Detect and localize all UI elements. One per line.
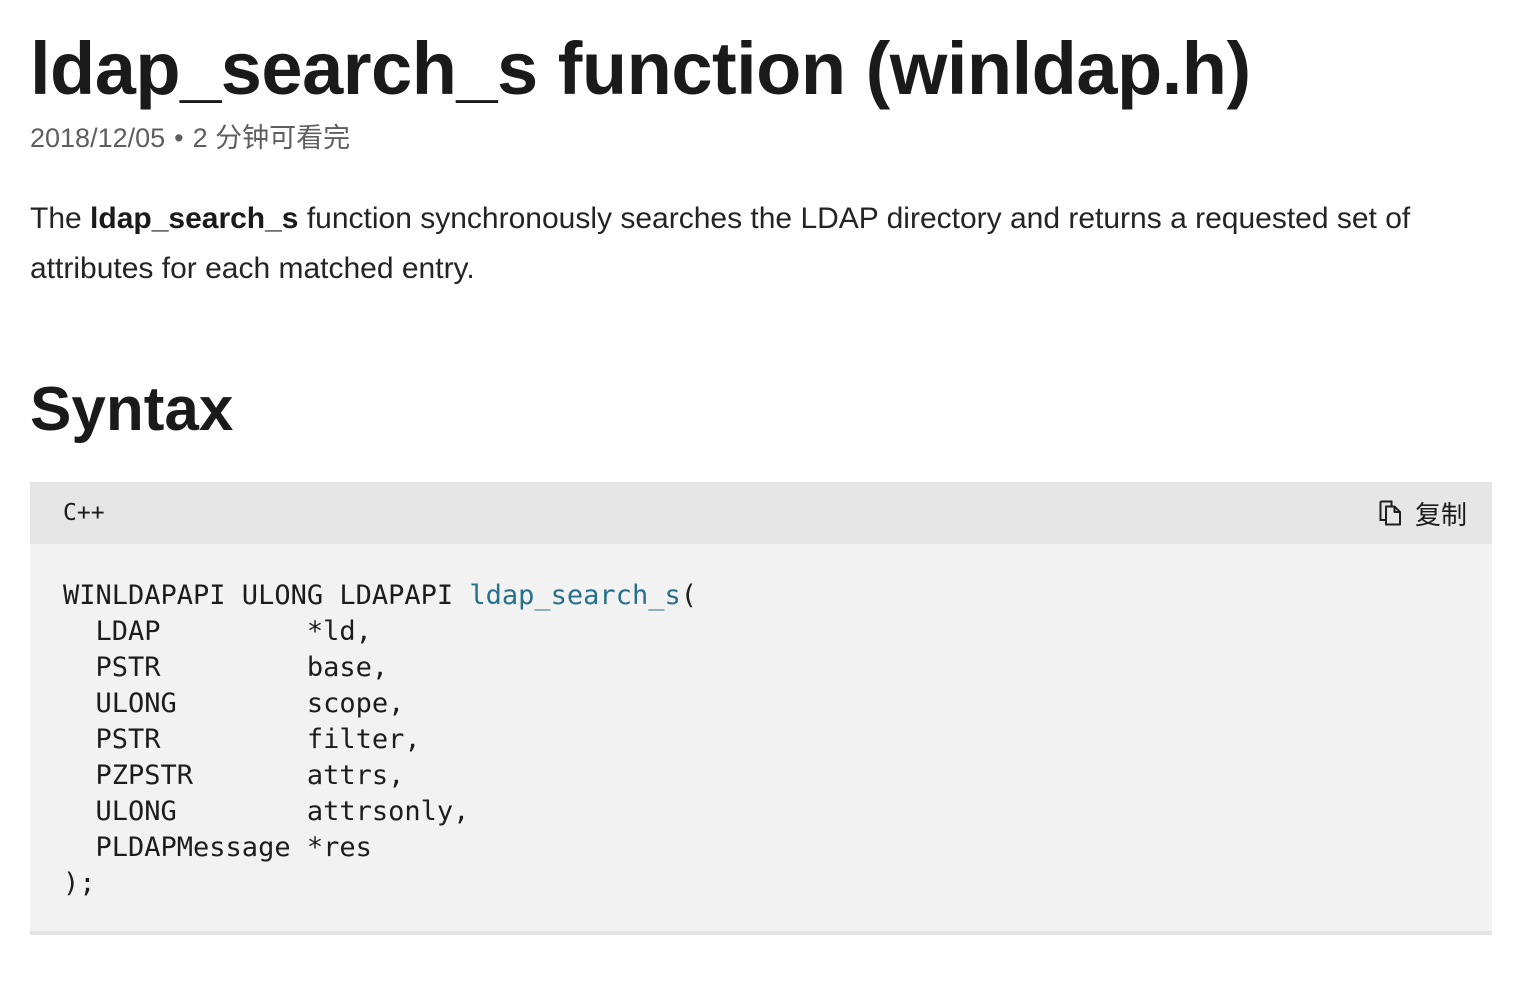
code-token: PSTR filter,: [63, 724, 421, 756]
copy-button[interactable]: 复制: [1375, 495, 1467, 532]
intro-paragraph: The ldap_search_s function synchronously…: [30, 194, 1492, 294]
intro-text-suffix: function synchronously searches the LDAP…: [30, 202, 1411, 286]
code-language-label: C++: [63, 500, 105, 527]
function-name-token: ldap_search_s: [469, 580, 681, 612]
code-line: ULONG scope,: [63, 686, 1459, 722]
code-token: LDAP *ld,: [63, 616, 372, 648]
read-time: 2 分钟可看完: [192, 123, 351, 154]
code-line: PSTR base,: [63, 650, 1459, 686]
copy-button-label: 复制: [1414, 499, 1467, 530]
code-line: );: [63, 866, 1459, 902]
code-block-header: C++ 复制: [30, 482, 1492, 545]
intro-text-prefix: The: [30, 202, 91, 236]
code-line: PZPSTR attrs,: [63, 758, 1459, 794]
code-line: PLDAPMessage *res: [63, 830, 1459, 866]
code-line: WINLDAPAPI ULONG LDAPAPI ldap_search_s(: [63, 578, 1459, 614]
page-title: ldap_search_s function (winldap.h): [30, 27, 1251, 110]
code-token: ULONG scope,: [63, 688, 405, 720]
code-token: WINLDAPAPI ULONG LDAPAPI: [63, 580, 470, 612]
article-meta: 2018/12/05 • 2 分钟可看完: [30, 121, 1492, 156]
code-token: );: [63, 868, 96, 900]
code-line: ULONG attrsonly,: [63, 794, 1459, 830]
code-token: (: [680, 580, 697, 612]
code-block: C++ 复制 WINLDAPAPI ULONG LDAPAPI ldap_sea…: [30, 482, 1492, 936]
code-token: PLDAPMessage *res: [63, 832, 372, 864]
code-token: ULONG attrsonly,: [63, 796, 470, 828]
meta-separator: •: [174, 123, 184, 154]
publish-date: 2018/12/05: [30, 123, 166, 154]
code-token: PSTR base,: [63, 652, 389, 684]
syntax-heading: Syntax: [30, 375, 234, 445]
code-line: LDAP *ld,: [63, 614, 1459, 650]
code-line: PSTR filter,: [63, 722, 1459, 758]
copy-pages-icon: [1375, 498, 1405, 528]
code-content: WINLDAPAPI ULONG LDAPAPI ldap_search_s( …: [30, 544, 1492, 936]
function-name-bold: ldap_search_s: [90, 202, 299, 236]
code-token: PZPSTR attrs,: [63, 760, 405, 792]
